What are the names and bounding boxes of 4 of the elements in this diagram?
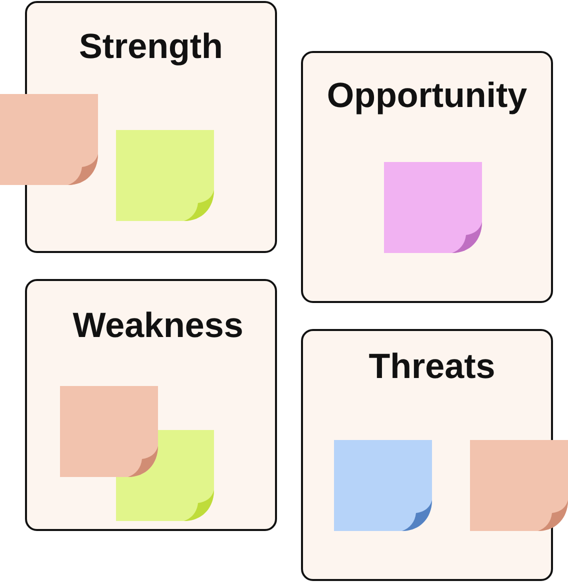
card-title: Strength: [79, 27, 223, 67]
card-title: Threats: [368, 347, 496, 387]
card-title: Opportunity: [326, 76, 528, 116]
card-title: Weakness: [72, 306, 244, 346]
